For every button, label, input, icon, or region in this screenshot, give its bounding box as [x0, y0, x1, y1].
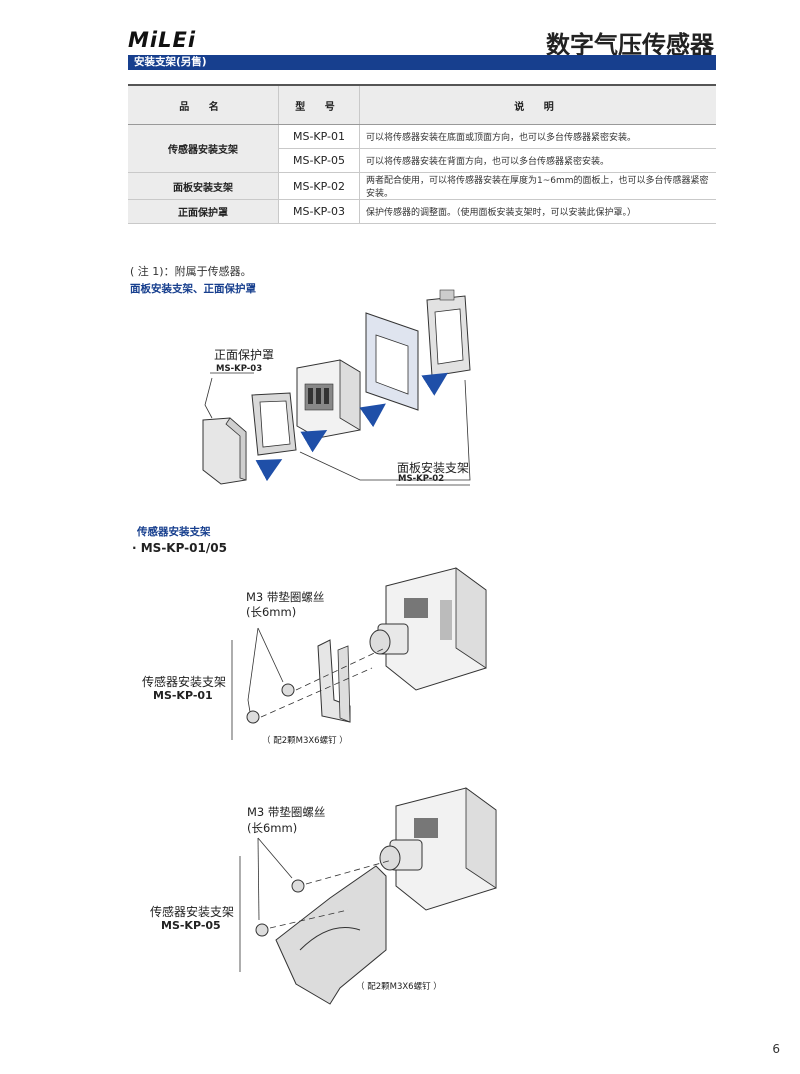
kp05-bracket-part	[275, 865, 387, 1005]
screw-length-2: (长6mm)	[247, 821, 298, 835]
kp01-bracket-part	[317, 639, 351, 723]
bracket-label-1: 传感器安装支架	[142, 675, 227, 689]
screw-label-2: M3 带垫圈螺丝	[247, 805, 326, 819]
screw-label-1: M3 带垫圈螺丝	[246, 590, 325, 604]
screw-length-1: (长6mm)	[246, 605, 297, 619]
sensor-body-part	[296, 359, 361, 439]
front-cover-part	[202, 417, 247, 485]
col-header-name: 品 名	[128, 84, 279, 125]
table-row: 面板安装支架 MS-KP-02 两者配合使用，可以将传感器安装在厚度为1~6mm…	[128, 172, 716, 200]
row-model: MS-KP-03	[278, 199, 360, 224]
cover-model: MS-KP-03	[216, 364, 263, 374]
mounting-panel-part	[365, 312, 419, 411]
panel-bracket-part	[426, 289, 471, 377]
col-header-desc: 说 明	[359, 84, 716, 125]
panel-model: MS-KP-02	[398, 474, 445, 484]
row-name: 正面保护罩	[128, 199, 279, 224]
screw-part-2	[255, 879, 305, 937]
row-desc: 两者配合使用，可以将传感器安装在厚度为1~6mm的面板上，也可以多台传感器紧密安…	[359, 172, 716, 200]
row-desc: 可以将传感器安装在背面方向，也可以多台传感器紧密安装。	[359, 148, 716, 173]
screw-part	[246, 683, 295, 724]
page-title: 数字气压传感器	[546, 31, 714, 59]
row-model: MS-KP-05	[278, 148, 360, 173]
footnote: ( 注 1)：附属于传感器。	[130, 265, 252, 278]
table-row: 正面保护罩 MS-KP-03 保护传感器的调整面。（使用面板安装支架时，可以安装…	[128, 199, 716, 224]
sensor-fitting-part-2	[369, 623, 409, 655]
panel-frame-part	[251, 392, 297, 456]
table-row: 传感器安装支架 MS-KP-01 可以将传感器安装在底面或顶面方向，也可以多台传…	[128, 124, 716, 173]
row-model: MS-KP-01	[278, 124, 360, 149]
row-model: MS-KP-02	[278, 172, 360, 200]
sensor-fitting-part-3	[379, 839, 423, 871]
section-bar-label: 安装支架(另售)	[134, 56, 207, 68]
col-header-model: 型 号	[278, 84, 360, 125]
section-bar: 安装支架(另售)	[128, 55, 716, 70]
brand-logo: MiLEi	[128, 28, 197, 52]
sensor-body-part-2	[385, 567, 487, 691]
sensor-body-part-3	[395, 787, 497, 911]
bracket-label-2: 传感器安装支架	[150, 905, 235, 919]
diagram1-heading: 面板安装支架、正面保护罩	[130, 283, 256, 295]
row-desc: 保护传感器的调整面。（使用面板安装支架时，可以安装此保护罩。）	[359, 199, 716, 224]
diagram2-heading: 传感器安装支架	[137, 526, 211, 538]
row-name: 传感器安装支架	[128, 124, 279, 173]
bracket-model-1: MS-KP-01	[153, 689, 213, 702]
diagram2-subheading: · MS-KP-01/05	[132, 541, 227, 555]
screw-note-1: （ 配2颗M3X6螺钉 ）	[262, 736, 348, 746]
table-row: MS-KP-05 可以将传感器安装在背面方向，也可以多台传感器紧密安装。	[128, 148, 716, 173]
bracket-model-2: MS-KP-05	[161, 919, 221, 932]
screw-note-2: （ 配2颗M3X6螺钉 ）	[356, 982, 442, 992]
cover-label: 正面保护罩	[214, 348, 275, 362]
row-desc: 可以将传感器安装在底面或顶面方向，也可以多台传感器紧密安装。	[359, 124, 716, 149]
panel-label: 面板安装支架	[397, 461, 470, 475]
row-name: 面板安装支架	[128, 172, 279, 200]
table-header-row: 品 名 型 号 说 明	[128, 84, 716, 125]
accessory-table: 品 名 型 号 说 明 传感器安装支架 MS-KP-01 可以将传感器安装在底面…	[128, 84, 716, 224]
page-number: 6	[772, 1042, 780, 1056]
